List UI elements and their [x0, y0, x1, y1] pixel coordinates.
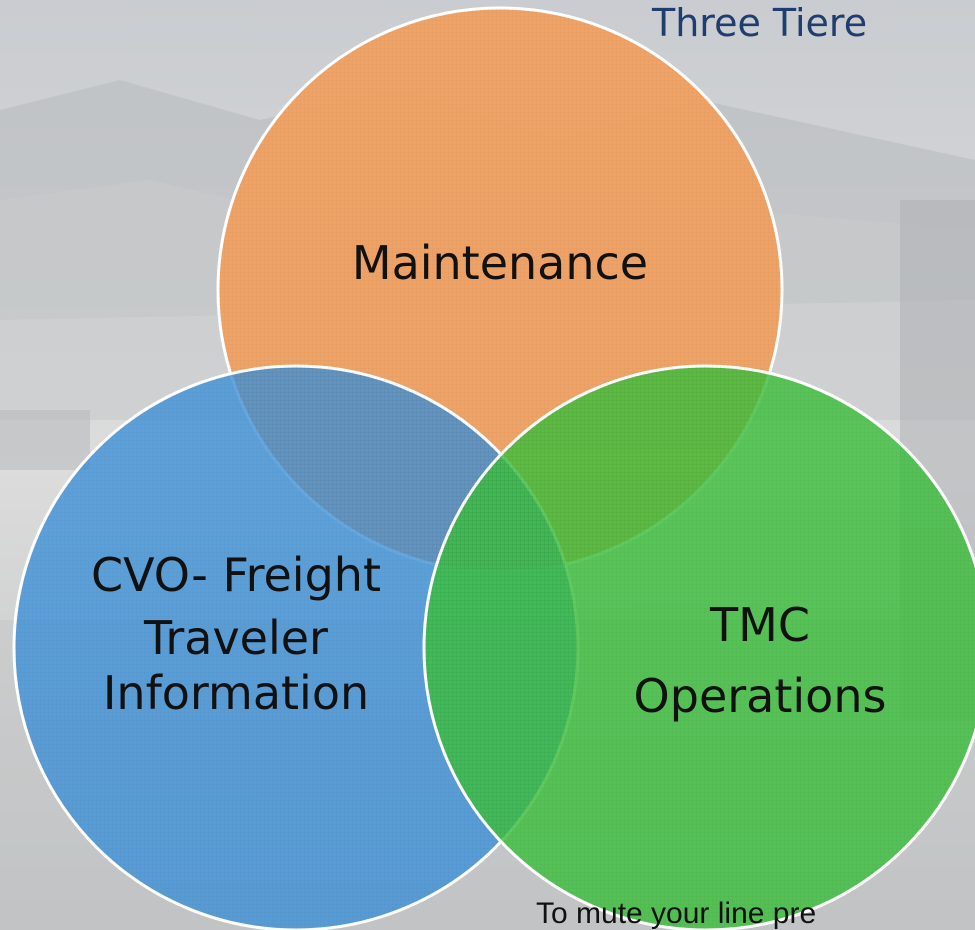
mute-instruction-text: To mute your line pre [536, 897, 817, 930]
maintenance-label: Maintenance [352, 236, 648, 291]
tmc-label: TMC Operations [634, 590, 887, 733]
cvo-label-line-2: Traveler [144, 611, 328, 666]
cvo-label-line-1: CVO- Freight [91, 548, 381, 602]
tmc-label-line-1: TMC [710, 598, 810, 652]
cvo-label: CVO- Freight Traveler Information [91, 548, 381, 722]
maintenance-label-line-1: Maintenance [351, 236, 649, 290]
cvo-label-line-3: Information [102, 666, 370, 721]
tmc-texture [424, 366, 975, 930]
slide-title: Three Tiere [652, 1, 868, 45]
cvo-texture [14, 366, 578, 930]
tmc-label-line-2: Operations [633, 669, 887, 724]
